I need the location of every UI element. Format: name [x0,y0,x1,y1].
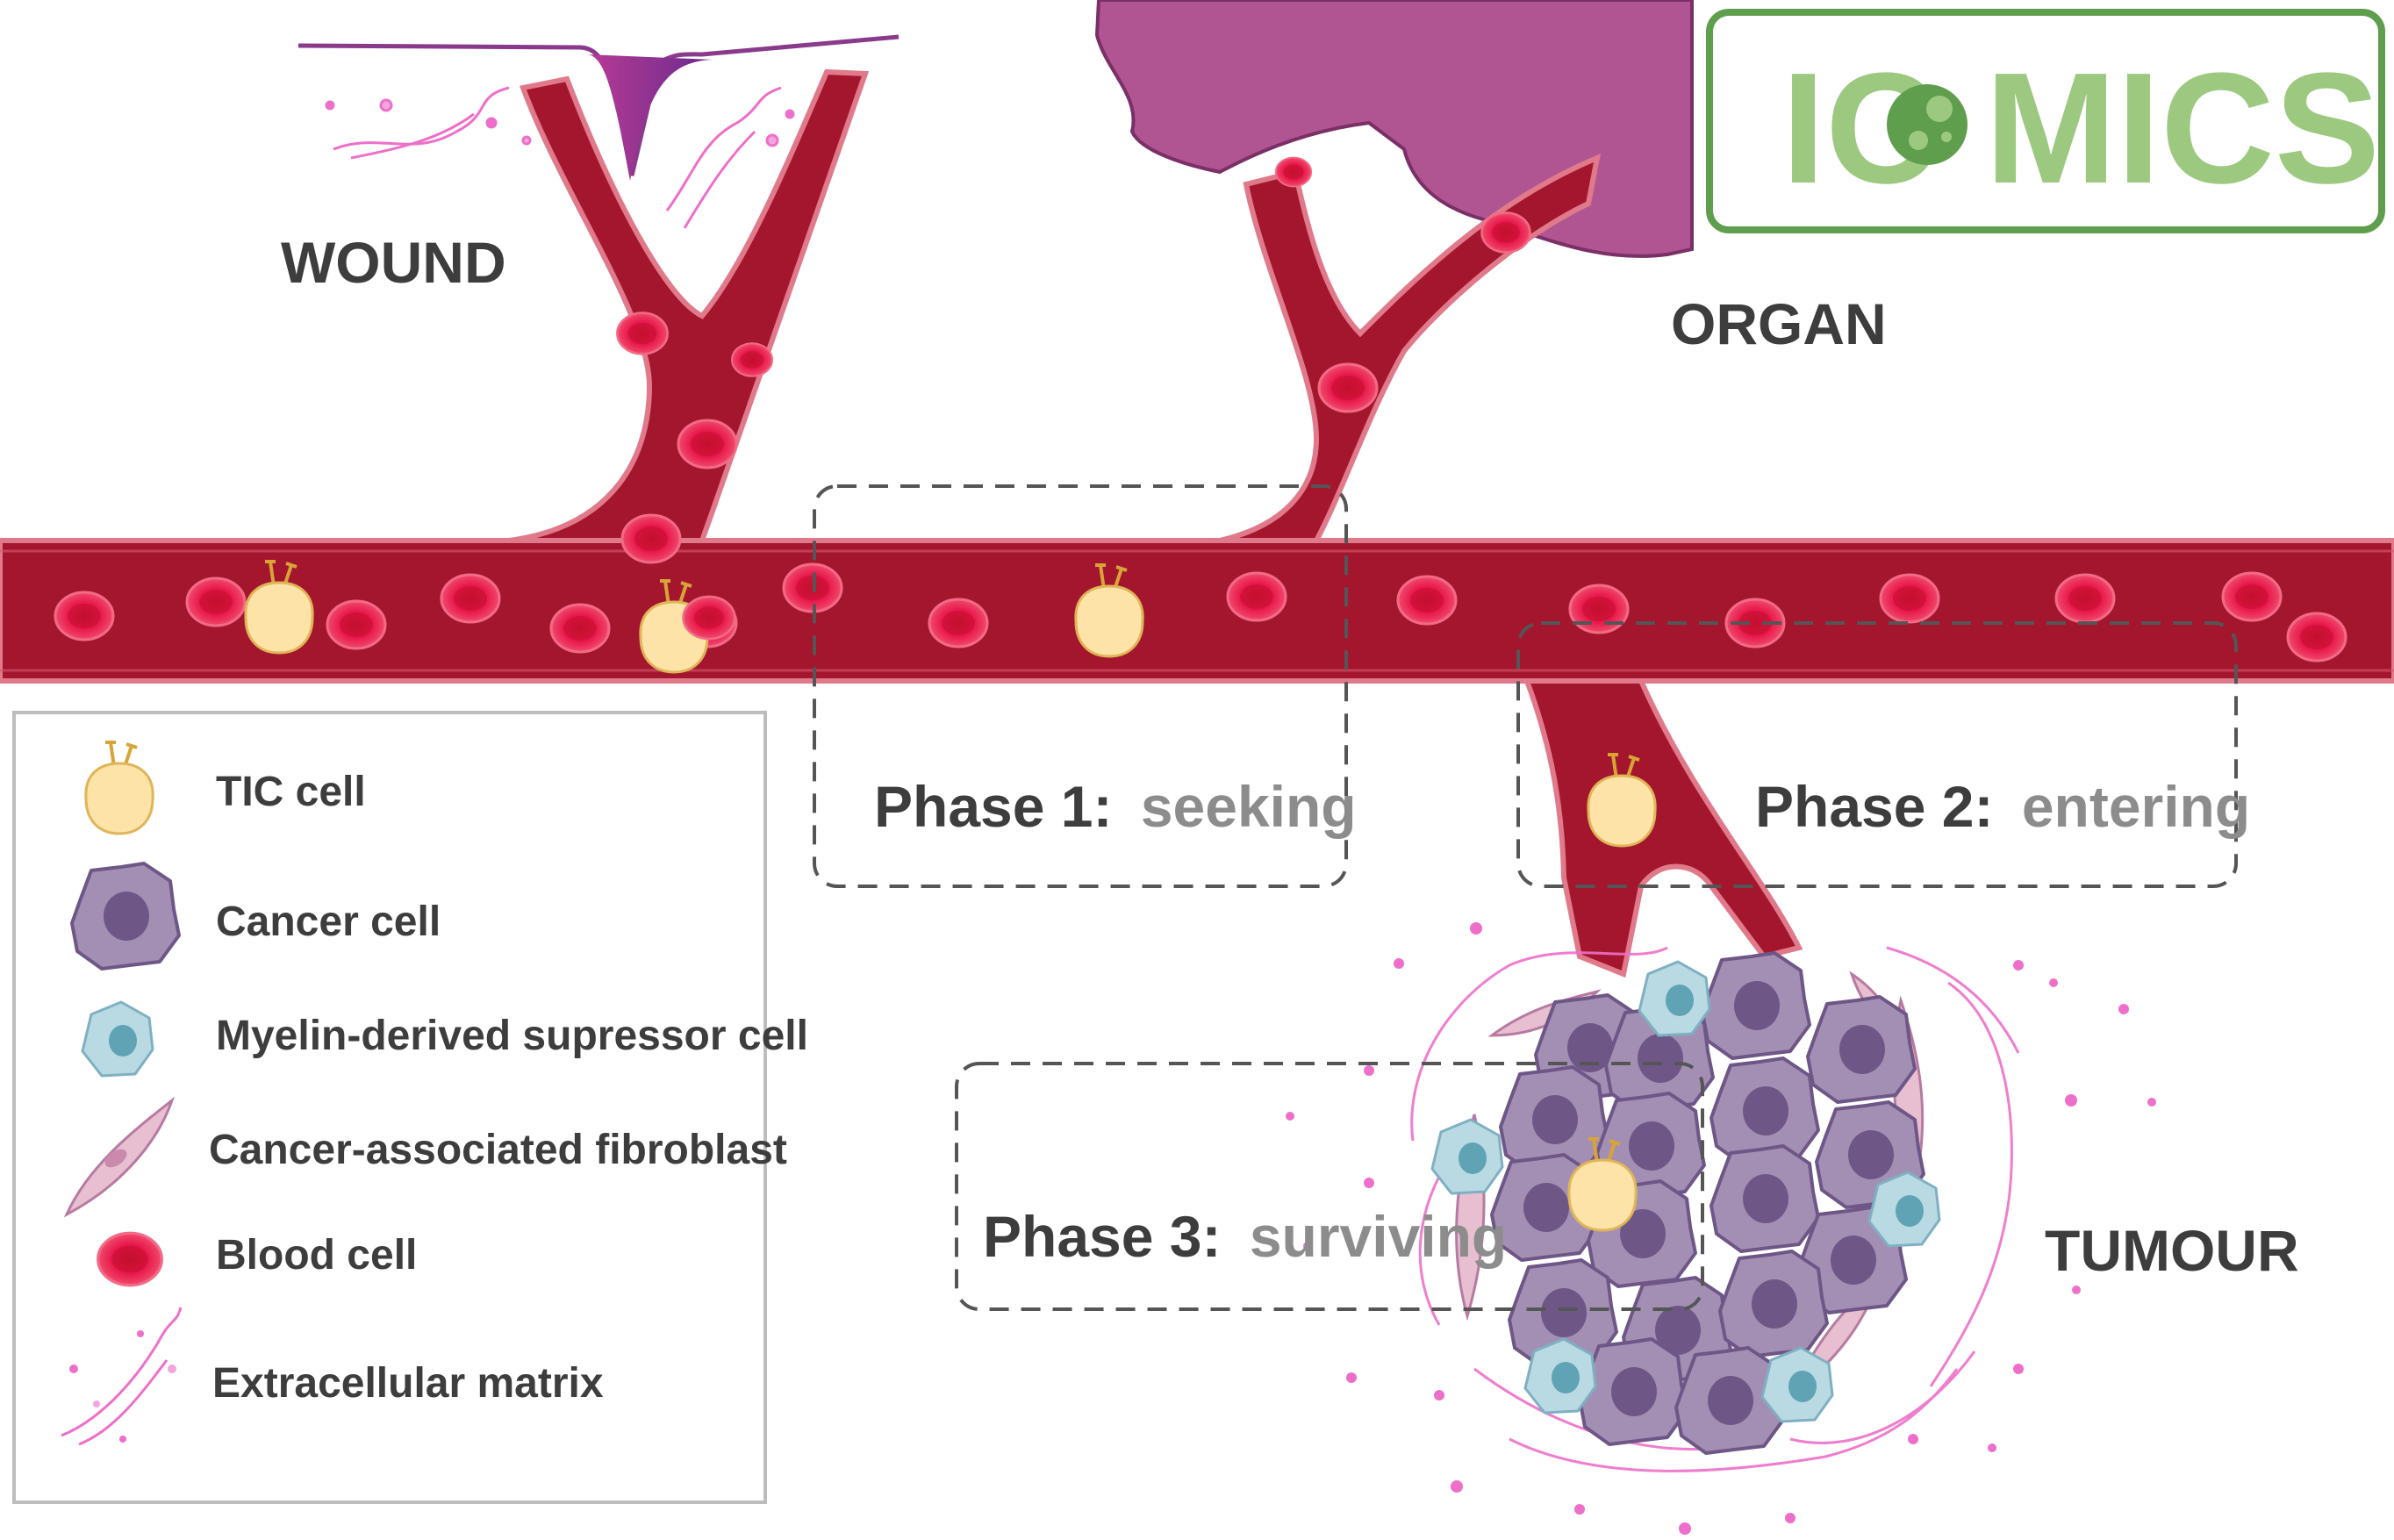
blood-cell-icon [97,1231,163,1287]
legend-label: Cancer-associated fibroblast [209,1127,787,1173]
phase-3-box: Phase 3: surviving [955,1062,1704,1311]
blood-cell [620,513,682,564]
legend-label: Extracellular matrix [212,1360,604,1407]
cancer-cell [1701,951,1811,1060]
suppressor-cell [1760,1346,1834,1423]
logo-cell-o-icon [1887,84,1968,165]
blood-cell [1274,156,1313,188]
phase-1-title: Phase 1: [874,774,1112,839]
svg-text:Phase 1: seeking: Phase 1: seeking [874,774,1357,839]
legend-label: Blood cell [216,1232,417,1279]
cancer-cell [1709,1144,1820,1253]
phase-2-title: Phase 2: [1755,774,1993,839]
phase-2-box: Phase 2: entering [1516,621,2250,888]
legend-label: TIC cell [216,769,366,815]
blood-cell [682,595,736,641]
phase-2-stage: entering [2022,774,2250,839]
cancer-cell [1578,1337,1688,1446]
organ-shape [1094,0,1694,258]
blood-cell [1396,575,1458,626]
icomics-logo: IC MICS [1706,9,2385,233]
blood-cell [440,573,501,624]
blood-cell [616,312,669,355]
cancer-cell [1718,1250,1829,1358]
wound-extracellular-matrix [325,86,795,229]
blood-cell [1879,573,1940,624]
phase-3-stage: surviving [1250,1204,1507,1269]
blood-cell [2054,573,2116,624]
wound-vessel-branch [508,68,870,543]
wound-label: WOUND [281,230,506,295]
blood-vessel-network [0,68,2394,978]
tumour-mass [1286,922,2156,1535]
legend-label: Myelin-derived supressor cell [216,1013,808,1059]
blood-cell [1317,362,1379,413]
suppressor-cell [1867,1171,1941,1248]
myelin-suppressor-cell-icon [81,1000,154,1078]
legend-item-suppressor: Myelin-derived supressor cell [81,1000,808,1078]
blood-cell [928,598,989,648]
blood-cell [677,419,738,469]
blood-cell [730,341,774,378]
suppressor-cell [1638,960,1711,1037]
legend-item-matrix: Extracellular matrix [61,1307,604,1446]
main-blood-vessel [0,538,2394,684]
suppressor-cell [1430,1118,1504,1195]
logo-text-right: MICS [1985,40,2380,217]
phase-1-stage: seeking [1141,774,1357,839]
legend-item-cancer: Cancer cell [70,862,441,971]
extracellular-matrix-icon [61,1307,183,1446]
blood-cell [1226,571,1287,622]
legend-item-fibroblast: Cancer-associated fibroblast [63,1096,787,1218]
phase-3-title: Phase 3: [983,1204,1221,1269]
tumour-label: TUMOUR [2045,1218,2299,1283]
blood-cell [2221,571,2283,622]
legend-item-tic: TIC cell [83,741,366,835]
organ-vessel-branch [1219,154,1602,543]
wound-site [297,34,900,181]
tumour-vessel-branch [1523,678,1803,978]
cancer-cell-icon [70,862,181,971]
svg-text:Phase 2: entering: Phase 2: entering [1755,774,2250,839]
legend: TIC cell Cancer cell Myelin-derived supr… [12,711,808,1504]
blood-cell [185,577,247,627]
cancer-cell [1806,995,1917,1104]
blood-cell [1480,211,1531,254]
blood-cell [54,591,115,641]
blood-cell [549,603,611,654]
blood-cell [326,599,387,650]
legend-item-blood-cell: Blood cell [97,1231,417,1287]
legend-label: Cancer cell [216,899,441,945]
organ-label: ORGAN [1671,291,1887,356]
svg-text:Phase 3: surviving: Phase 3: surviving [983,1204,1507,1269]
suppressor-cell [1523,1337,1597,1415]
blood-cell [2286,612,2347,663]
phase-1-box: Phase 1: seeking [813,484,1357,888]
blood-cell [1568,584,1630,634]
